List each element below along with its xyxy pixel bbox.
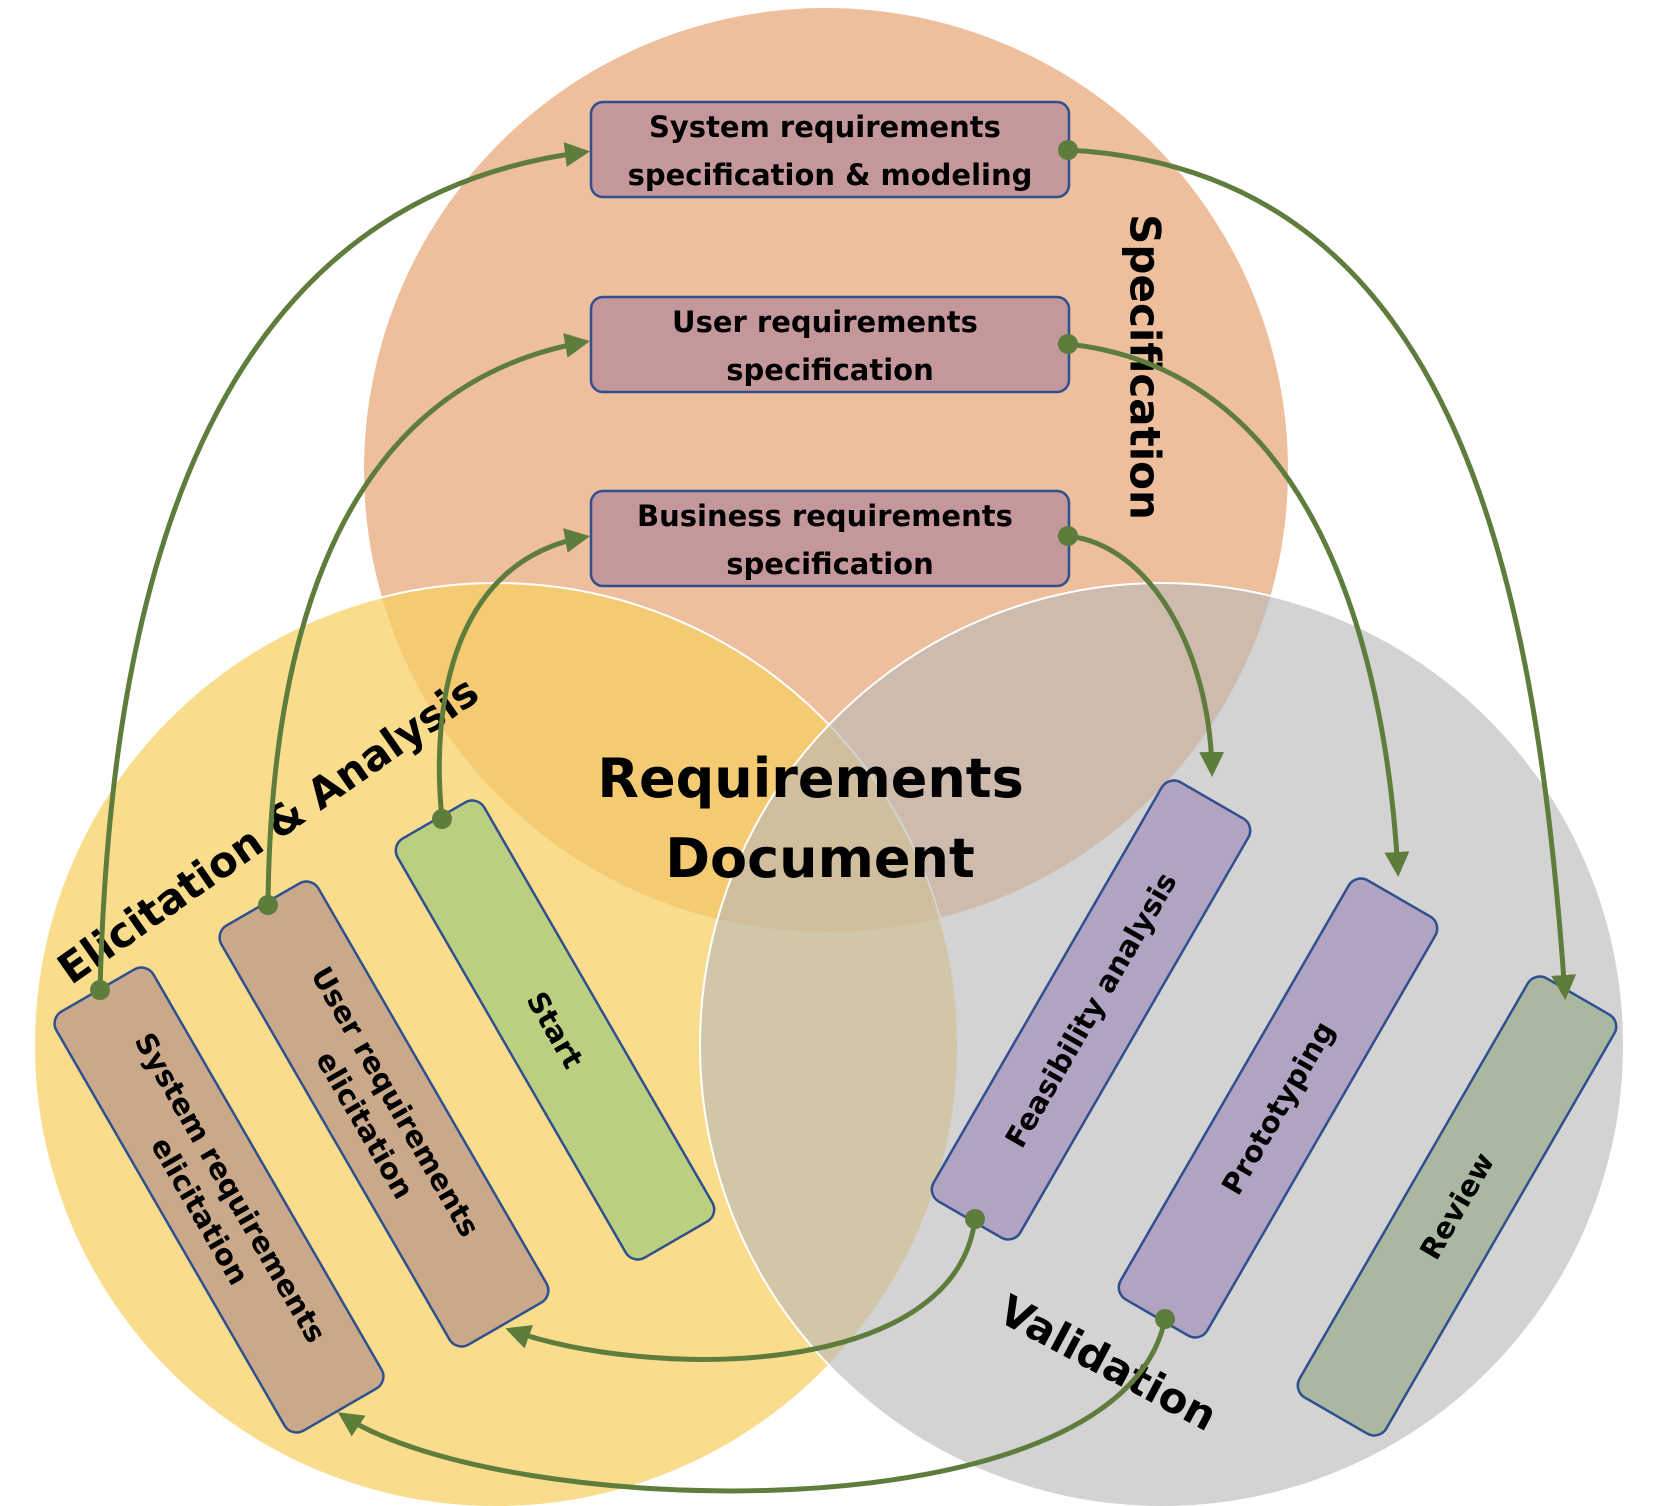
box-user-requirements-specification-line-2: specification: [726, 353, 933, 387]
connector-dot-system-spec: [1058, 140, 1078, 160]
arrow-user-spec-to-prototyping: [1067, 341, 1410, 877]
arrow-business-spec-to-feasibility: [1067, 533, 1225, 777]
box-user-requirements-specification[interactable]: User requirements specification: [589, 295, 1071, 394]
box-business-requirements-specification-line-2: specification: [726, 547, 933, 581]
arrow-feasibility-to-user-elicitation: [505, 1218, 978, 1362]
box-start[interactable]: Start: [391, 795, 720, 1264]
box-review-shape: [1296, 975, 1618, 1437]
connector-dot-business-spec: [1058, 526, 1078, 546]
box-system-requirements-specification-line-1: System requirements: [649, 110, 1001, 144]
connector-dot-feasibility: [965, 1209, 985, 1229]
arrow-start-to-business-spec: [436, 528, 590, 820]
connector-dot-user-elicitation: [258, 895, 278, 915]
arrow-user-elicitation-to-user-spec: [265, 333, 590, 906]
box-review[interactable]: Review: [1293, 971, 1622, 1440]
box-business-requirements-specification-line-1: Business requirements: [637, 499, 1013, 533]
svg-text:System requirements spec: System requirements specification & mode…: [628, 110, 1033, 192]
connector-dot-user-spec: [1058, 334, 1078, 354]
box-system-requirements-specification-line-2: specification & modeling: [628, 158, 1033, 192]
box-business-requirements-specification[interactable]: Business requirements specification: [589, 489, 1071, 588]
svg-text:Business requirements sp: Business requirements specification: [637, 499, 1023, 581]
box-system-requirements-specification[interactable]: System requirements specification & mode…: [589, 100, 1071, 199]
arrow-system-spec-to-review: [1067, 147, 1577, 1000]
svg-text:User requirements specif: User requirements specification: [672, 305, 988, 387]
center-title: Requirements Document: [597, 747, 1042, 890]
box-user-requirements-specification-line-1: User requirements: [672, 305, 978, 339]
center-title-line-2: Document: [665, 827, 975, 890]
arrow-system-elicitation-to-system-spec: [97, 142, 590, 991]
connector-dot-prototyping: [1155, 1309, 1175, 1329]
center-title-line-1: Requirements: [597, 747, 1023, 810]
arrow-prototyping-to-system-elicitation: [337, 1318, 1168, 1494]
connector-dot-system-elicitation: [90, 980, 110, 1000]
connector-dot-start: [432, 809, 452, 829]
